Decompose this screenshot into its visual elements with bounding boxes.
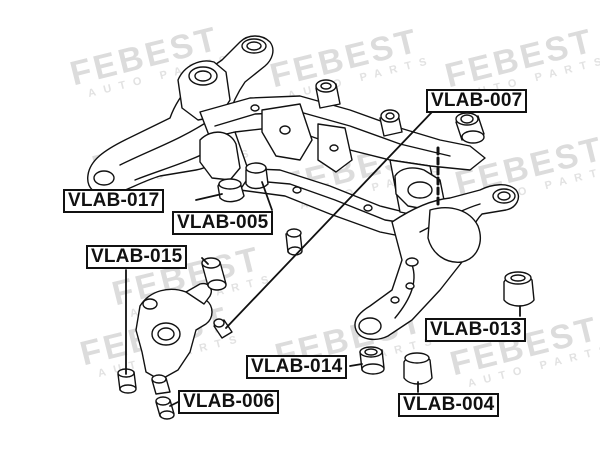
label-vlab-015: VLAB-015 [86, 245, 188, 269]
front-crossmember-edge [214, 111, 451, 157]
left-arm-rib [119, 119, 211, 166]
bushing-vlab-015 [201, 257, 227, 291]
right-arm-eye-inner [497, 191, 511, 201]
knuckle-assembly [135, 282, 213, 381]
right-knuckle-hole [405, 257, 419, 267]
crossmember-hole-3 [250, 104, 260, 112]
bushing-lower-left [213, 318, 233, 339]
label-vlab-017: VLAB-017 [63, 189, 165, 213]
bushing-top-center [315, 79, 341, 109]
left-upper-bushing-inner [194, 70, 212, 82]
leader-vlab-005 [261, 181, 273, 211]
bushing-vlab-006 [151, 374, 171, 395]
leader-vlab-006 [169, 401, 179, 407]
bushing-vlab-017 [217, 178, 245, 203]
leader-vlab-007 [225, 111, 433, 329]
bushing-vlab-013 [503, 271, 535, 307]
label-vlab-005: VLAB-005 [172, 211, 274, 235]
right-arm-hole [405, 282, 415, 290]
crossmember-hole-2 [363, 204, 373, 212]
label-vlab-007: VLAB-007 [426, 89, 528, 113]
leader-vlab-017 [195, 193, 223, 201]
label-vlab-013: VLAB-013 [425, 318, 527, 342]
crossmember-hole-1 [292, 186, 302, 194]
bushing-vlab-006-lower [155, 396, 175, 420]
leader-vlab-015-b [201, 257, 209, 265]
label-vlab-006: VLAB-006 [178, 390, 280, 414]
center-hole-1 [279, 125, 291, 135]
bushing-vlab-007 [455, 112, 485, 144]
knuckle-eye [142, 298, 158, 310]
knuckle-hub-inner [157, 327, 175, 341]
left-arm-end-eye [93, 170, 115, 186]
left-arm-eye-inner [246, 41, 262, 51]
right-upper-bushing [407, 181, 433, 199]
bushing-center [379, 109, 403, 137]
leader-vlab-014 [349, 363, 363, 367]
label-vlab-014: VLAB-014 [246, 355, 348, 379]
label-vlab-004: VLAB-004 [398, 393, 500, 417]
bushing-knuckle-left [117, 368, 137, 394]
left-knuckle [199, 131, 241, 181]
right-arm-lower-eye [358, 317, 382, 335]
right-arm-hole-2 [390, 296, 400, 304]
bushing-vlab-014 [359, 346, 385, 375]
bushing-vlab-005 [245, 162, 269, 190]
center-hole-2 [329, 144, 339, 152]
right-knuckle [427, 207, 481, 263]
leader-lines [125, 111, 521, 407]
bushing-vlab-004 [403, 352, 433, 385]
